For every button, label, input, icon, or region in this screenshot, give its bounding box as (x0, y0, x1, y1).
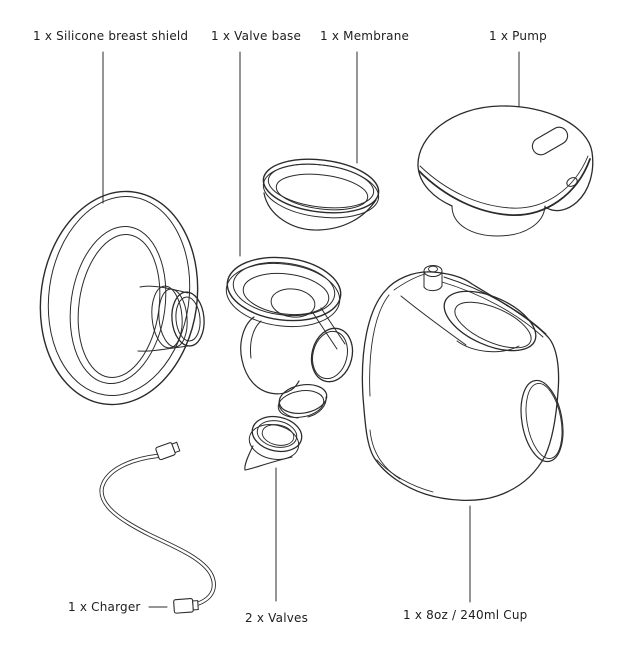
pump-drawing (417, 105, 594, 237)
cup-drawing (361, 265, 564, 502)
pump-body-outline (417, 105, 594, 212)
label-membrane: 1 x Membrane (320, 29, 410, 43)
charger-plug-top (155, 441, 181, 461)
charger-plug-bottom (173, 598, 199, 614)
valve-base-dome (270, 288, 316, 318)
label-cup: 1 x 8oz / 240ml Cup (403, 608, 528, 622)
valve-drawing (244, 415, 303, 471)
label-pump: 1 x Pump (489, 29, 547, 43)
label-valves: 2 x Valves (245, 611, 309, 625)
breast-shield-drawing (39, 190, 205, 406)
cup-clip (423, 265, 443, 292)
charger-cable (99, 453, 216, 607)
pump-nub (566, 177, 578, 187)
cup-opening (443, 290, 537, 352)
label-charger: 1 x Charger (68, 600, 141, 614)
cup-outline (361, 271, 560, 502)
valve-base-drawing (225, 256, 354, 419)
membrane-drawing (262, 158, 380, 231)
pump-button (531, 126, 569, 156)
shield-funnel-ring (151, 285, 183, 349)
leader-lines (102, 51, 520, 608)
valve-base-flange (310, 327, 354, 383)
valve-beak (244, 445, 293, 471)
cup-side-recess (520, 379, 564, 463)
pump-base (451, 205, 546, 237)
charger-drawing (99, 441, 216, 614)
pump-seam (418, 158, 591, 216)
label-breast-shield: 1 x Silicone breast shield (33, 29, 189, 43)
label-valve-base: 1 x Valve base (211, 29, 302, 43)
